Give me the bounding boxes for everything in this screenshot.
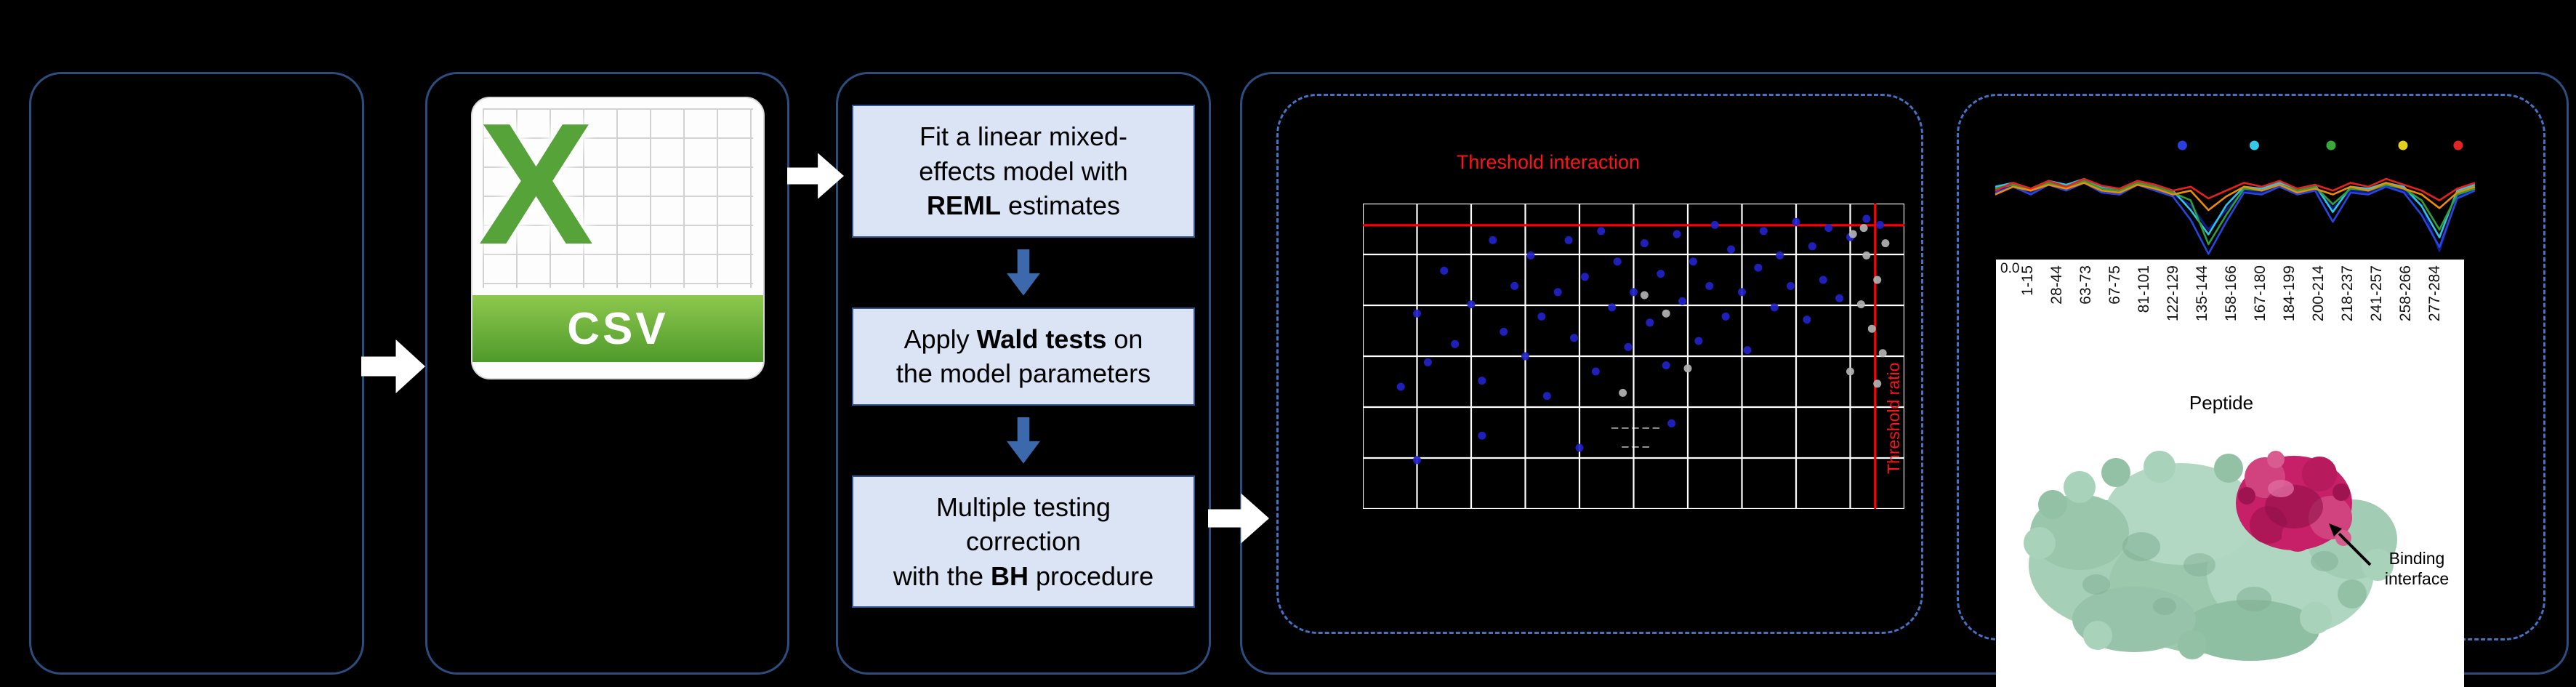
scatter-annotation-line: – – – <box>1622 438 1649 453</box>
peptide-tick-label: 258-266 <box>2397 265 2414 322</box>
binding-interface-region <box>2236 451 2352 552</box>
panel-results-outer <box>1240 72 2569 675</box>
down-arrow-icon <box>1007 249 1040 296</box>
scatter-points-candidates <box>1396 214 1884 465</box>
binding-arrow-icon <box>2329 523 2372 566</box>
peptide-panel: 0.0 1-15 28-44 63-73 67-75 81-101 122-129 135-… <box>1996 260 2464 687</box>
uptake-series-orange <box>1995 182 2476 212</box>
condition-dot-green <box>2326 140 2336 150</box>
peptide-tick-label: 184-199 <box>2281 265 2298 322</box>
condition-dot-cyan <box>2249 140 2259 150</box>
peptide-tick-label: 158-166 <box>2223 265 2239 322</box>
peptide-tick-label: 81-101 <box>2136 265 2152 313</box>
peptide-tick-label: 277-284 <box>2426 265 2443 322</box>
panel-csv: X CSV <box>425 72 789 675</box>
down-arrow-icon <box>1007 417 1040 464</box>
csv-banner: CSV <box>472 295 763 362</box>
panel-scatter-results <box>1276 94 1923 634</box>
peptide-tick-strip: 1-15 28-44 63-73 67-75 81-101 122-129 135-144 1… <box>2013 265 2450 390</box>
peptide-tick-label: 135-144 <box>2194 265 2210 322</box>
scatter-points-filtered <box>1619 224 1890 397</box>
binding-label-line1: Binding <box>2388 549 2445 568</box>
condition-dot-yellow <box>2398 140 2408 150</box>
uptake-line-chart <box>1995 140 2476 255</box>
uptake-series-blue <box>1995 182 2476 255</box>
peptide-tick-label: 241-257 <box>2368 265 2385 322</box>
peptide-tick-label: 200-214 <box>2310 265 2327 322</box>
scatter-annotation-line: – – – – – <box>1611 420 1660 434</box>
peptide-tick-label: 167-180 <box>2252 265 2269 322</box>
peptide-tick-label: 28-44 <box>2048 265 2065 305</box>
peptide-axis-label: Peptide <box>2189 392 2254 414</box>
grid-lines <box>1363 204 1904 509</box>
threshold-interaction-label: Threshold interaction <box>1456 151 1641 173</box>
peptide-tick-label: 67-75 <box>2106 265 2123 305</box>
peptide-tick-label: 122-129 <box>2165 265 2181 322</box>
threshold-scatter-plot <box>1363 204 1904 509</box>
threshold-lines <box>1363 204 1904 509</box>
condition-dot-red <box>2453 140 2463 150</box>
uptake-series-red <box>1995 177 2476 201</box>
binding-label-line2: interface <box>2384 569 2450 588</box>
flow-arrow-icon <box>361 340 425 393</box>
y-axis-tick: 0.0 <box>2000 261 2020 276</box>
peptide-tick-label: 63-73 <box>2077 265 2094 305</box>
excel-x-icon: X <box>478 97 594 281</box>
threshold-ratio-label: Threshold ratio <box>1884 362 1903 474</box>
peptide-tick-label: 1-15 <box>2019 265 2036 297</box>
condition-dot-blue <box>2177 140 2187 150</box>
spreadsheet-grid-icon <box>483 108 753 288</box>
csv-label: CSV <box>567 303 669 354</box>
protein-structure-image <box>2024 451 2397 661</box>
panel-input <box>29 72 364 675</box>
scatter-annotation: – – – – – – – – <box>1563 418 1708 455</box>
peptide-tick-label: 218-237 <box>2339 265 2356 322</box>
csv-file-icon: X CSV <box>471 97 765 379</box>
protein-surface <box>2024 451 2397 661</box>
binding-interface-label: Binding interface <box>2372 549 2461 589</box>
